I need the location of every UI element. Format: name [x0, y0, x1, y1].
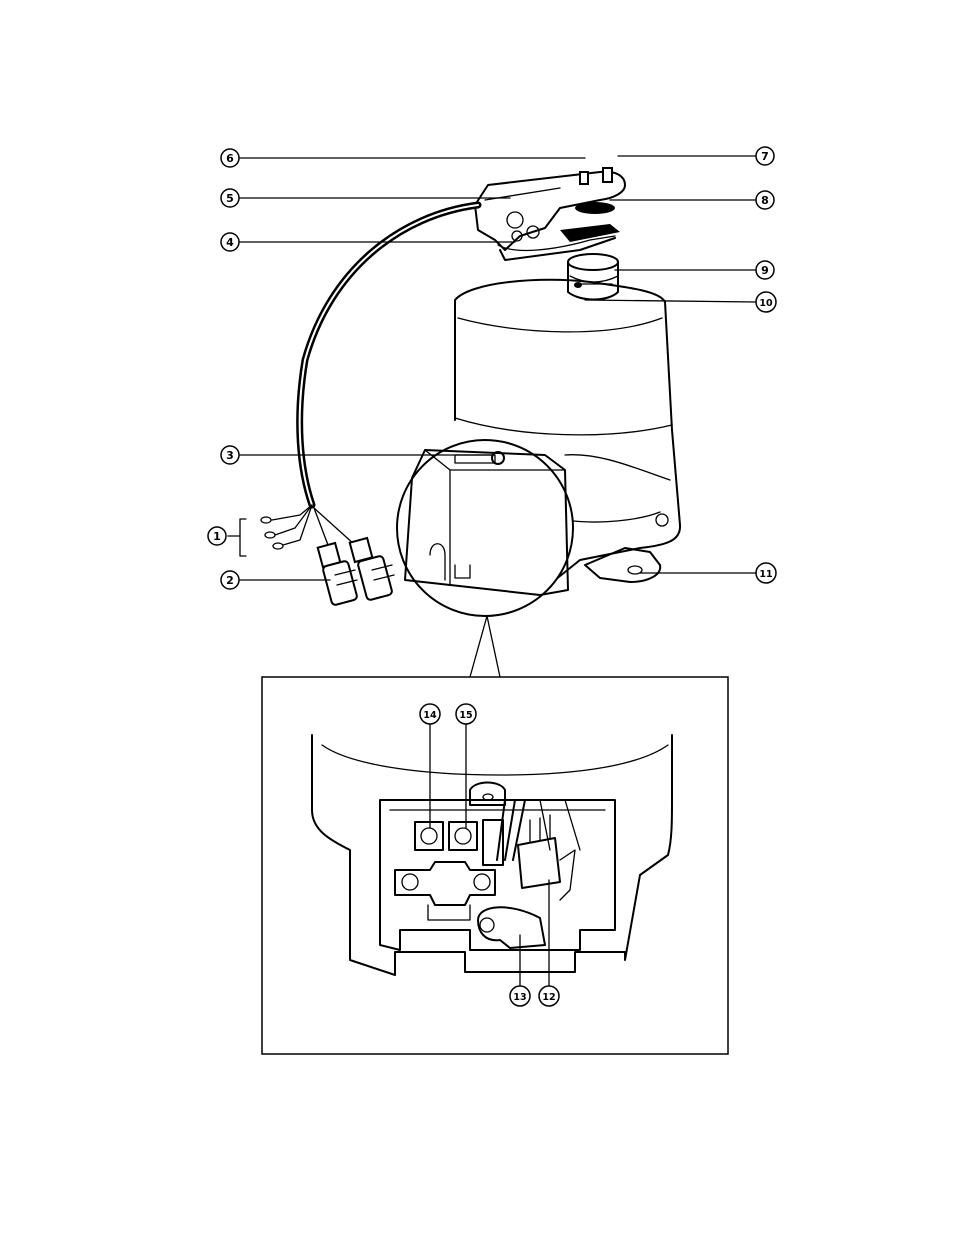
mounting-foot	[585, 548, 660, 582]
callout-9: 9	[756, 261, 774, 279]
svg-text:2: 2	[226, 574, 234, 587]
svg-text:5: 5	[226, 192, 234, 205]
svg-text:1: 1	[213, 530, 221, 543]
svg-text:8: 8	[761, 194, 769, 207]
svg-text:7: 7	[761, 150, 769, 163]
callout-11: 11	[756, 563, 776, 583]
bnc-connectors	[314, 508, 394, 606]
callout-13: 13	[510, 986, 530, 1006]
callout-12: 12	[539, 986, 559, 1006]
callout-1: 1	[208, 527, 226, 545]
svg-text:14: 14	[423, 710, 437, 721]
callout-8: 8	[756, 191, 774, 209]
detail-magnifier-circle	[397, 440, 573, 677]
svg-text:9: 9	[761, 264, 769, 277]
callout-5: 5	[221, 189, 239, 207]
svg-text:4: 4	[226, 236, 234, 249]
svg-text:6: 6	[226, 152, 234, 165]
callout-15: 15	[456, 704, 476, 724]
callout-6: 6	[221, 149, 239, 167]
tilt-bracket	[475, 168, 625, 260]
cable-clamp	[478, 907, 545, 948]
svg-text:12: 12	[542, 992, 555, 1003]
pan-column	[568, 254, 618, 300]
relay-component	[518, 815, 575, 900]
callout-3: 3	[221, 446, 239, 464]
callout-2: 2	[221, 571, 239, 589]
callout-10: 10	[756, 292, 776, 312]
svg-text:11: 11	[759, 569, 772, 580]
wire-leads	[261, 505, 312, 549]
svg-text:3: 3	[226, 449, 234, 462]
detail-box	[262, 677, 728, 1054]
callout-7: 7	[756, 147, 774, 165]
svg-text:13: 13	[513, 992, 526, 1003]
svg-text:10: 10	[759, 298, 773, 309]
svg-text:15: 15	[459, 710, 472, 721]
callout-4: 4	[221, 233, 239, 251]
callout-14: 14	[420, 704, 440, 724]
